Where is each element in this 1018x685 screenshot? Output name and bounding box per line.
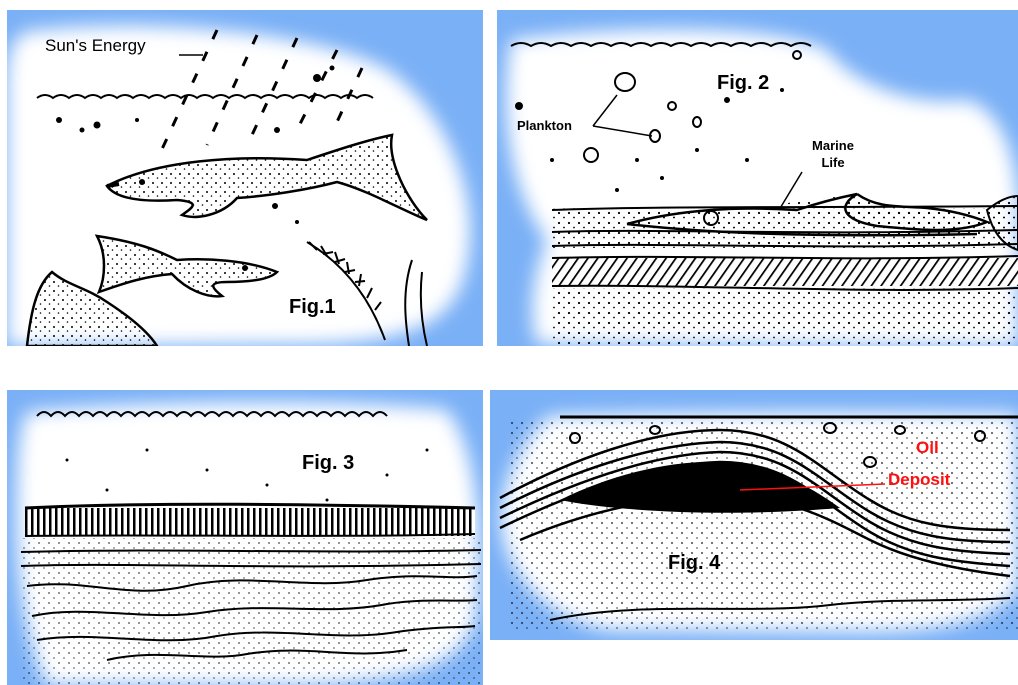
- panel-fig-2: Plankton Marine Life Fig. 2: [497, 10, 1018, 346]
- fig-3-illustration: [7, 390, 483, 685]
- panel-fig-4: Oil Deposit Fig. 4: [490, 390, 1018, 640]
- fig-2-label: Fig. 2: [717, 72, 769, 95]
- fig-4-oil-label: Oil: [916, 438, 939, 458]
- fig-1-label: Fig.1: [289, 296, 336, 319]
- fig-2-plankton-label: Plankton: [517, 118, 572, 133]
- panel-fig-3: Fig. 3: [7, 390, 483, 685]
- fig-2-life-label: Life: [803, 155, 863, 170]
- fig-2-sand-layer: [552, 288, 1018, 346]
- fig-1-sun-energy-label: Sun's Energy: [45, 36, 146, 56]
- fig-4-deposit-label: Deposit: [888, 470, 950, 490]
- fig-3-label: Fig. 3: [302, 452, 354, 475]
- fig-4-label: Fig. 4: [668, 552, 720, 575]
- panel-fig-1: Sun's Energy Fig.1: [7, 10, 483, 346]
- fig-4-illustration: [490, 390, 1018, 640]
- fig-2-marine-label: Marine: [803, 138, 863, 153]
- fig-3-organic-layer: [25, 508, 475, 536]
- fig-2-hatched-layer: [552, 258, 1018, 286]
- fig-1-illustration: [7, 10, 483, 346]
- fig-2-illustration: [497, 10, 1018, 346]
